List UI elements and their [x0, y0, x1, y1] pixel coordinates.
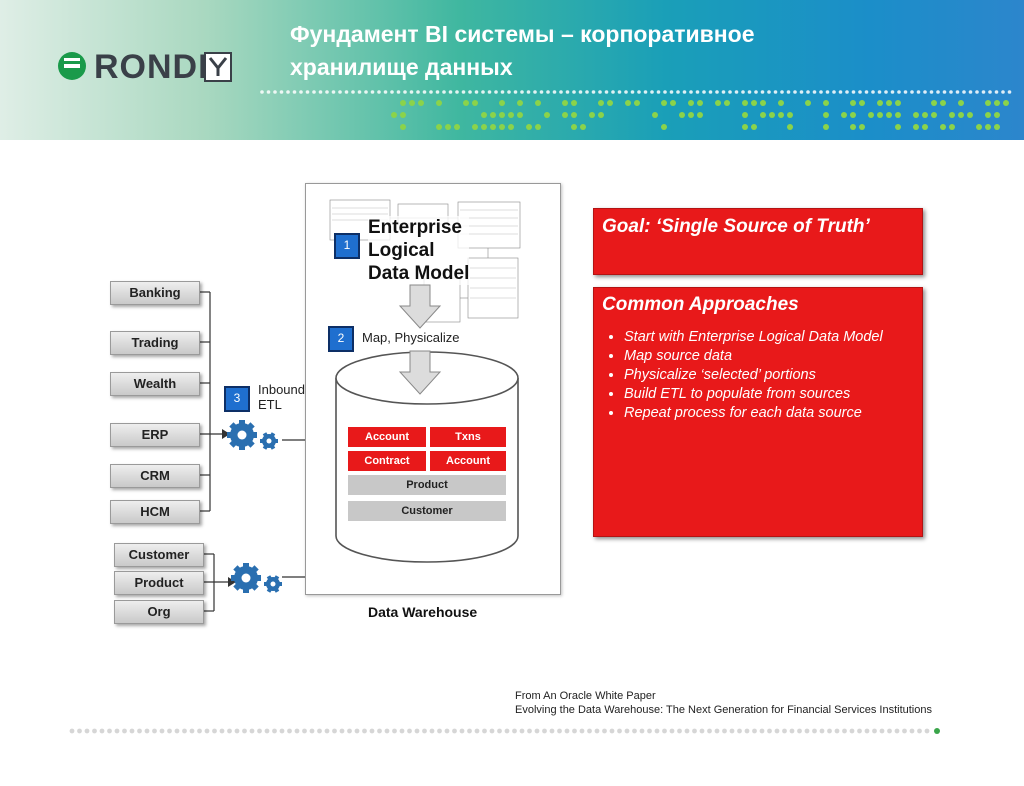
header-dot-pattern: [260, 90, 1012, 130]
step-1-label-line-3: Data Model: [368, 263, 470, 284]
step-1-label: Enterprise Logical Data Model: [368, 216, 470, 285]
table-txns: Txns: [430, 427, 506, 447]
approaches-panel-title: Common Approaches: [602, 294, 799, 315]
list-item: Map source data: [624, 347, 922, 366]
etl-gears-icon: [227, 420, 278, 450]
source-note: From An Oracle White Paper Evolving the …: [515, 689, 932, 717]
step-3-label-line-1: Inbound: [258, 382, 305, 397]
table-account-2: Account: [430, 451, 506, 471]
logo-text: RONDI: [94, 48, 209, 86]
source-box-hcm: HCM: [110, 500, 200, 524]
source-box-product: Product: [114, 571, 204, 595]
step-1-label-line-2: Logical: [368, 240, 435, 261]
source-box-crm: CRM: [110, 464, 200, 488]
step-3-label: Inbound ETL: [258, 382, 305, 412]
approaches-panel: Common Approaches Start with Enterprise …: [593, 287, 923, 537]
warehouse-label: Data Warehouse: [368, 604, 478, 620]
source-box-org: Org: [114, 600, 204, 624]
step-3-badge: 3: [224, 386, 250, 412]
source-box-wealth: Wealth: [110, 372, 200, 396]
table-customer: Customer: [348, 501, 506, 521]
master-data-gears-icon: [231, 563, 282, 593]
source-box-banking: Banking: [110, 281, 200, 305]
logo-mark-icon: [58, 52, 86, 80]
step-3-label-line-2: ETL: [258, 397, 282, 412]
header-banner: RONDI Фундамент BI системы – корпоративн…: [0, 0, 1024, 140]
footer-dot-line: [69, 728, 940, 734]
table-contract: Contract: [348, 451, 426, 471]
title-line-2: хранилище данных: [290, 54, 513, 80]
table-product: Product: [348, 475, 506, 495]
list-item: Start with Enterprise Logical Data Model: [624, 328, 922, 347]
approaches-list: Start with Enterprise Logical Data Model…: [608, 328, 922, 423]
list-item: Repeat process for each data source: [624, 404, 922, 423]
arrow-down-icon-2: [398, 350, 442, 395]
source-note-line-2: Evolving the Data Warehouse: The Next Ge…: [515, 704, 932, 716]
source-box-trading: Trading: [110, 331, 200, 355]
step-2-badge: 2: [328, 326, 354, 352]
page-title: Фундамент BI системы – корпоративное хра…: [290, 18, 930, 84]
step-1-badge: 1: [334, 233, 360, 259]
goal-panel-title: Goal: ‘Single Source of Truth’: [602, 216, 870, 237]
goal-panel: Goal: ‘Single Source of Truth’: [593, 208, 923, 275]
logo-badge-icon: [204, 52, 232, 82]
arrow-down-icon: [398, 284, 442, 329]
source-box-erp: ERP: [110, 423, 200, 447]
title-line-1: Фундамент BI системы – корпоративное: [290, 21, 755, 47]
list-item: Build ETL to populate from sources: [624, 385, 922, 404]
table-account: Account: [348, 427, 426, 447]
list-item: Physicalize ‘selected’ portions: [624, 366, 922, 385]
source-box-customer: Customer: [114, 543, 204, 567]
step-2-label: Map, Physicalize: [362, 330, 460, 345]
source-note-line-1: From An Oracle White Paper: [515, 690, 656, 702]
step-1-label-line-1: Enterprise: [368, 217, 462, 238]
